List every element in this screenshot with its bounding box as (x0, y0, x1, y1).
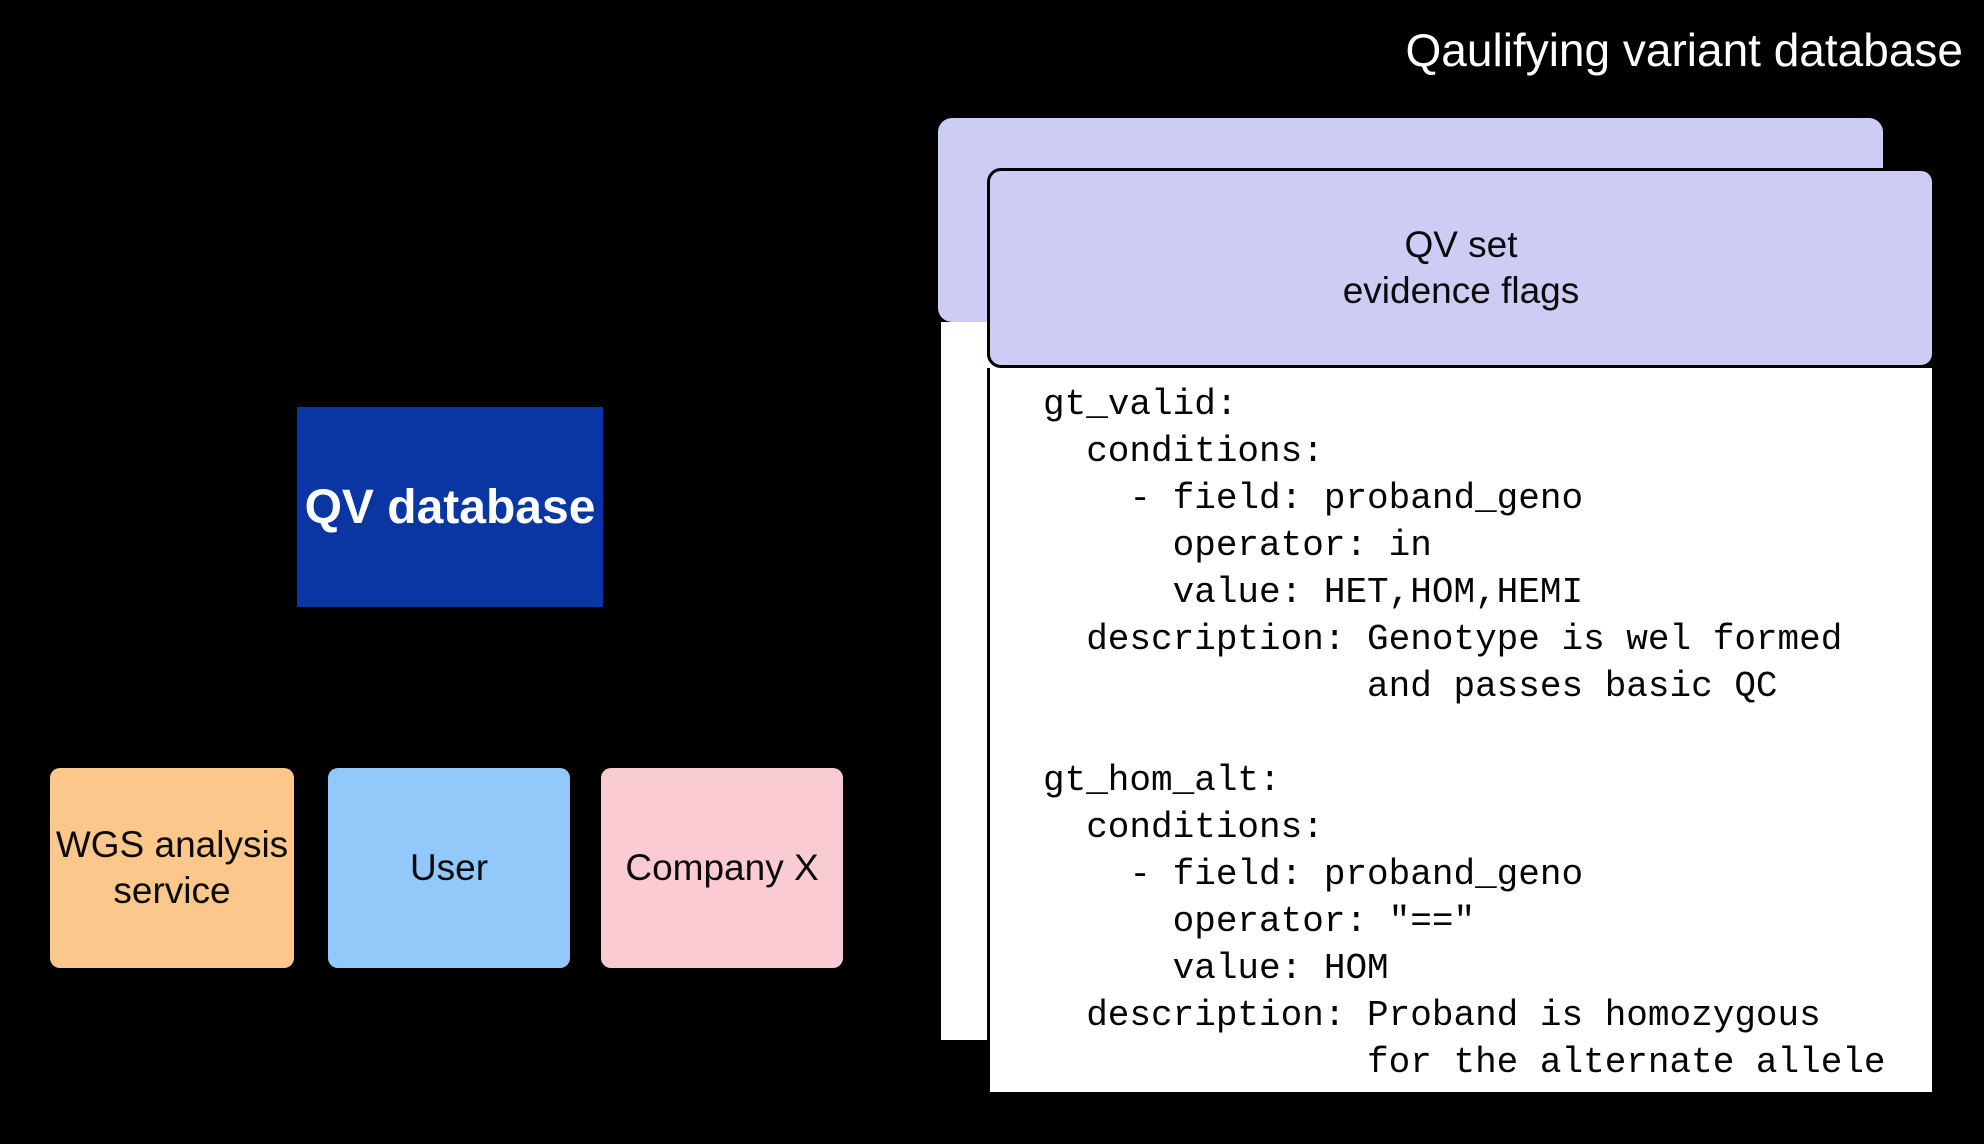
qv-set-card-title-line2: evidence flags (1342, 270, 1580, 311)
qv-set-yaml-code: gt_valid: conditions: - field: proband_g… (1043, 384, 1886, 1083)
wgs-analysis-service-label: WGS analysis service (55, 824, 289, 911)
qv-database-box: QV database (297, 407, 603, 607)
qv-set-front-card-header: QV set evidence flags (987, 168, 1935, 368)
qv-set-front-card-body: gt_valid: conditions: - field: proband_g… (987, 368, 1935, 1095)
wgs-analysis-service-box: WGS analysis service (50, 768, 294, 968)
page-title: Qaulifying variant database (1405, 24, 1963, 76)
qv-set-card-title-line1: QV set (1404, 224, 1518, 265)
user-label: User (409, 847, 489, 888)
company-x-box: Company X (601, 768, 843, 968)
user-box: User (328, 768, 570, 968)
qv-database-label: QV database (304, 480, 596, 534)
company-x-label: Company X (625, 847, 819, 888)
